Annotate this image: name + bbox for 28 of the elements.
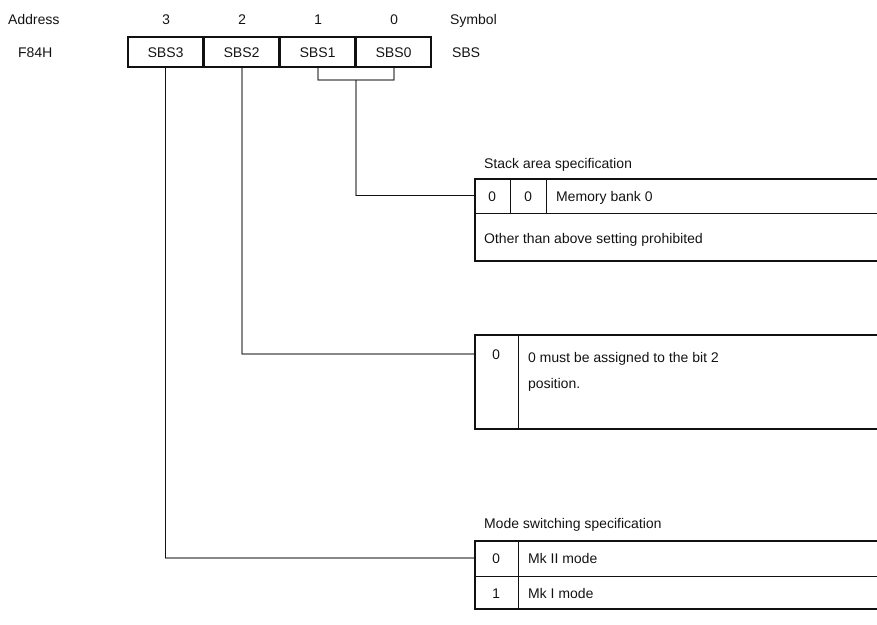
column-heading: Symbol [450, 10, 498, 29]
bit-value: 0 [491, 345, 501, 364]
bit-value: 0 [523, 186, 533, 206]
register-bit-cell: SBS3 [127, 36, 204, 68]
leader-line [242, 68, 474, 354]
bit-number: 1 [313, 10, 323, 29]
setting-description: Other than above setting prohibited [483, 228, 704, 248]
bit-number: 0 [389, 10, 399, 29]
setting-description: Mk II mode [527, 549, 598, 568]
setting-description: Memory bank 0 [555, 186, 654, 206]
bit-value: 0 [491, 549, 501, 568]
column-heading: Address [8, 10, 60, 29]
bit-number: 3 [161, 10, 171, 29]
bit-number: 2 [237, 10, 247, 29]
leader-line [165, 68, 474, 558]
leader-line [356, 68, 474, 196]
setting-table [474, 334, 877, 430]
register-bit-cell: SBS0 [356, 36, 432, 68]
register-bit-cell: SBS1 [280, 36, 356, 68]
bit-value: 0 [487, 186, 497, 206]
register-bit-cell: SBS2 [204, 36, 280, 68]
table-heading: Stack area specification [484, 154, 633, 173]
setting-description: Mk I mode [527, 584, 594, 603]
setting-description: 0 must be assigned to the bit 2 position. [527, 348, 720, 393]
bit-value: 1 [491, 584, 501, 603]
address-label: F84H [18, 43, 54, 62]
table-heading: Mode switching specification [484, 514, 662, 533]
symbol-label: SBS [452, 43, 482, 62]
